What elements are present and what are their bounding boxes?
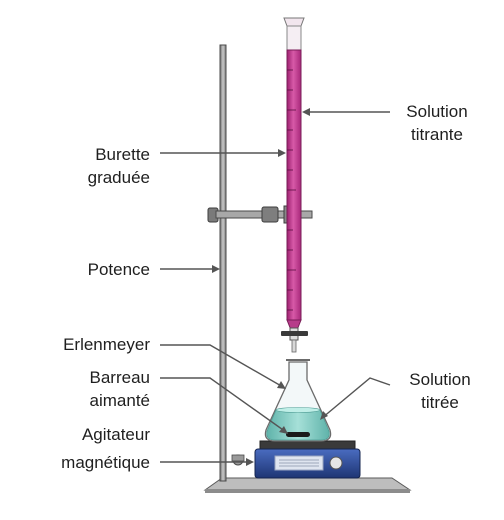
stopcock-handle (281, 331, 308, 336)
arrow-barreau-head (279, 426, 288, 434)
stand-rod-collar (231, 454, 245, 462)
burette-graduations (287, 69, 296, 311)
stand-rod (219, 44, 227, 482)
burette-empty-top (286, 25, 302, 51)
burette-tube (286, 49, 302, 321)
label-solution-titrante-1: Solution (406, 102, 467, 121)
label-solution-titree-2: titrée (421, 393, 459, 412)
arrow-burette-head (278, 149, 286, 157)
stand-base-edge (205, 489, 410, 493)
label-solution-titrante-2: titrante (411, 125, 463, 144)
label-barreau-2: aimanté (90, 391, 150, 410)
arrow-barreau (160, 377, 287, 433)
label-solution-titree-1: Solution (409, 370, 470, 389)
label-barreau-1: Barreau (90, 368, 150, 387)
label-agitateur-1: Agitateur (82, 425, 150, 444)
stand-base (203, 477, 412, 491)
liquid-surface (275, 407, 321, 413)
stirrer-knob (329, 456, 343, 470)
magnetic-bar (286, 432, 310, 437)
label-agitateur-2: magnétique (61, 453, 150, 472)
label-burette-1: Burette (95, 145, 150, 164)
arrow-erlenmeyer-head (277, 381, 286, 389)
arrow-solution-titree-head (320, 411, 328, 420)
arrow-erlenmeyer (160, 344, 284, 388)
clamp-screw (261, 206, 279, 223)
burette-tip (291, 339, 297, 353)
label-erlenmeyer: Erlenmeyer (63, 335, 150, 354)
label-burette-2: graduée (88, 168, 150, 187)
arrow-agitateur-head (246, 458, 254, 466)
arrow-solution-titree (321, 377, 391, 419)
stirrer-panel-lines (279, 459, 319, 467)
arrow-solution-titrante-head (302, 108, 310, 116)
label-potence: Potence (88, 260, 150, 279)
arrow-potence-head (212, 265, 220, 273)
burette-lip (283, 17, 305, 27)
